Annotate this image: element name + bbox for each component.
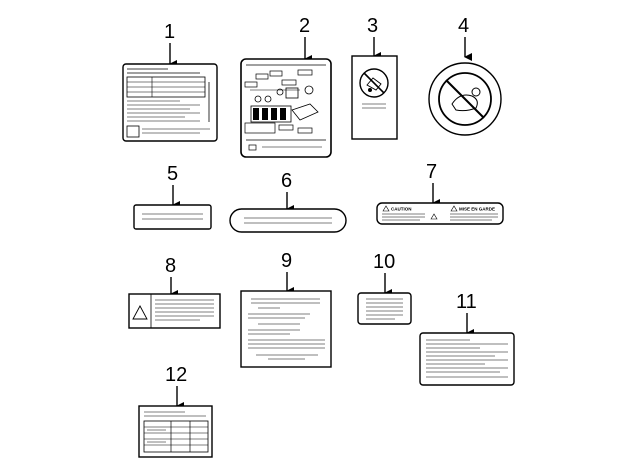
callout-9: 9 [281,250,294,295]
callout-10: 10 [373,251,395,297]
label-4[interactable] [428,62,502,136]
label-5[interactable] [133,204,212,230]
callout-number-11: 11 [456,291,477,313]
callout-number-3: 3 [367,15,378,37]
callout-3: 3 [367,15,381,60]
label-11[interactable] [419,332,515,386]
callout-number-1: 1 [164,21,175,43]
label-2[interactable] [240,58,332,158]
callout-number-8: 8 [165,255,176,277]
callout-1: 1 [164,21,177,68]
callout-5: 5 [167,163,180,209]
callout-number-6: 6 [281,170,292,192]
callout-11: 11 [456,291,477,337]
callout-7: 7 [426,161,440,207]
label-8[interactable] [128,293,221,329]
label-1[interactable] [122,63,218,142]
callout-number-12: 12 [165,364,187,386]
callout-number-7: 7 [426,161,437,183]
callout-number-10: 10 [373,251,395,273]
label-3[interactable] [351,55,398,140]
callout-number-4: 4 [458,15,469,37]
label-7[interactable]: CAUTION MISE EN GARDE [376,202,504,225]
callout-6: 6 [281,170,294,213]
label-12[interactable] [138,405,213,458]
callout-number-5: 5 [167,163,178,185]
callout-8: 8 [165,255,178,298]
callout-4: 4 [458,15,472,61]
label-7-right-text: MISE EN GARDE [459,207,495,212]
callout-2: 2 [299,15,312,63]
label-10[interactable] [357,292,412,325]
label-7-left-text: CAUTION [391,207,412,212]
callout-number-9: 9 [281,250,292,272]
callout-12: 12 [165,364,187,410]
label-9[interactable] [240,290,332,368]
callout-number-2: 2 [299,15,310,37]
label-6[interactable] [229,208,347,233]
